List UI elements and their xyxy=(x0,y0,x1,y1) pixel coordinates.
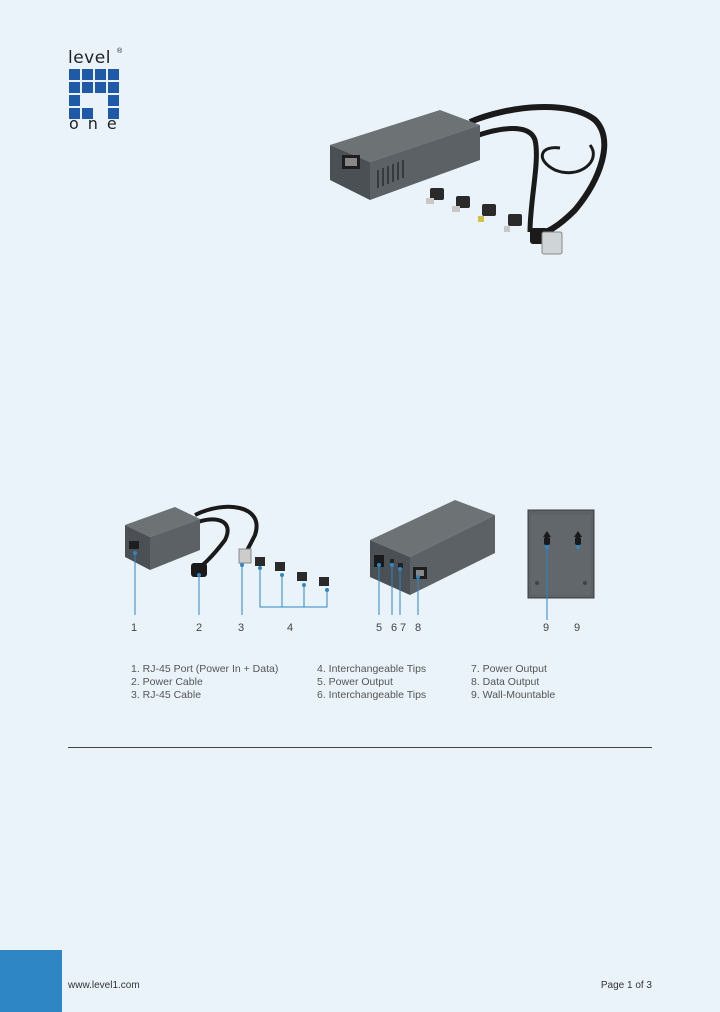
brand-logo: level ® one xyxy=(0,0,140,140)
logo-grid-icon xyxy=(69,69,119,119)
legend-item: 6. Interchangeable Tips xyxy=(317,689,427,701)
legend-item: 8. Data Output xyxy=(471,676,540,688)
legend-item: 3. RJ-45 Cable xyxy=(131,689,202,701)
legend-item: 7. Power Output xyxy=(471,663,547,675)
callout-9b: 9 xyxy=(574,622,581,634)
callout-7: 7 xyxy=(400,622,407,634)
footer-page-number: Page 1 of 3 xyxy=(600,980,652,991)
logo-text-level: level xyxy=(68,48,111,68)
product-image-ports xyxy=(370,500,495,615)
callout-3: 3 xyxy=(238,622,245,634)
legend-column-3: 7. Power Output 8. Data Output 9. Wall-M… xyxy=(471,663,555,702)
legend-item: 9. Wall-Mountable xyxy=(471,689,556,701)
legend-item: 4. Interchangeable Tips xyxy=(317,663,427,675)
footer-accent-block xyxy=(0,950,62,1012)
product-image-back xyxy=(527,509,595,620)
callout-5: 5 xyxy=(376,622,383,634)
callout-9a: 9 xyxy=(543,622,550,634)
legend-item: 1. RJ-45 Port (Power In + Data) xyxy=(131,663,279,675)
logo-text-one: one xyxy=(69,114,126,133)
callout-4: 4 xyxy=(287,622,294,634)
callout-2: 2 xyxy=(196,622,203,634)
footer-url-link[interactable]: www.level1.com xyxy=(68,980,140,991)
legend-column-2: 4. Interchangeable Tips 5. Power Output … xyxy=(317,663,426,702)
legend-item: 5. Power Output xyxy=(317,676,393,688)
callout-1: 1 xyxy=(131,622,138,634)
legend-item: 2. Power Cable xyxy=(131,676,203,688)
callout-6: 6 xyxy=(391,622,398,634)
product-image-main xyxy=(330,104,608,255)
logo-registered-mark: ® xyxy=(117,48,123,55)
callout-8: 8 xyxy=(415,622,422,634)
divider xyxy=(68,747,652,748)
legend-column-1: 1. RJ-45 Port (Power In + Data) 2. Power… xyxy=(131,663,278,702)
product-image-kit xyxy=(125,504,329,615)
